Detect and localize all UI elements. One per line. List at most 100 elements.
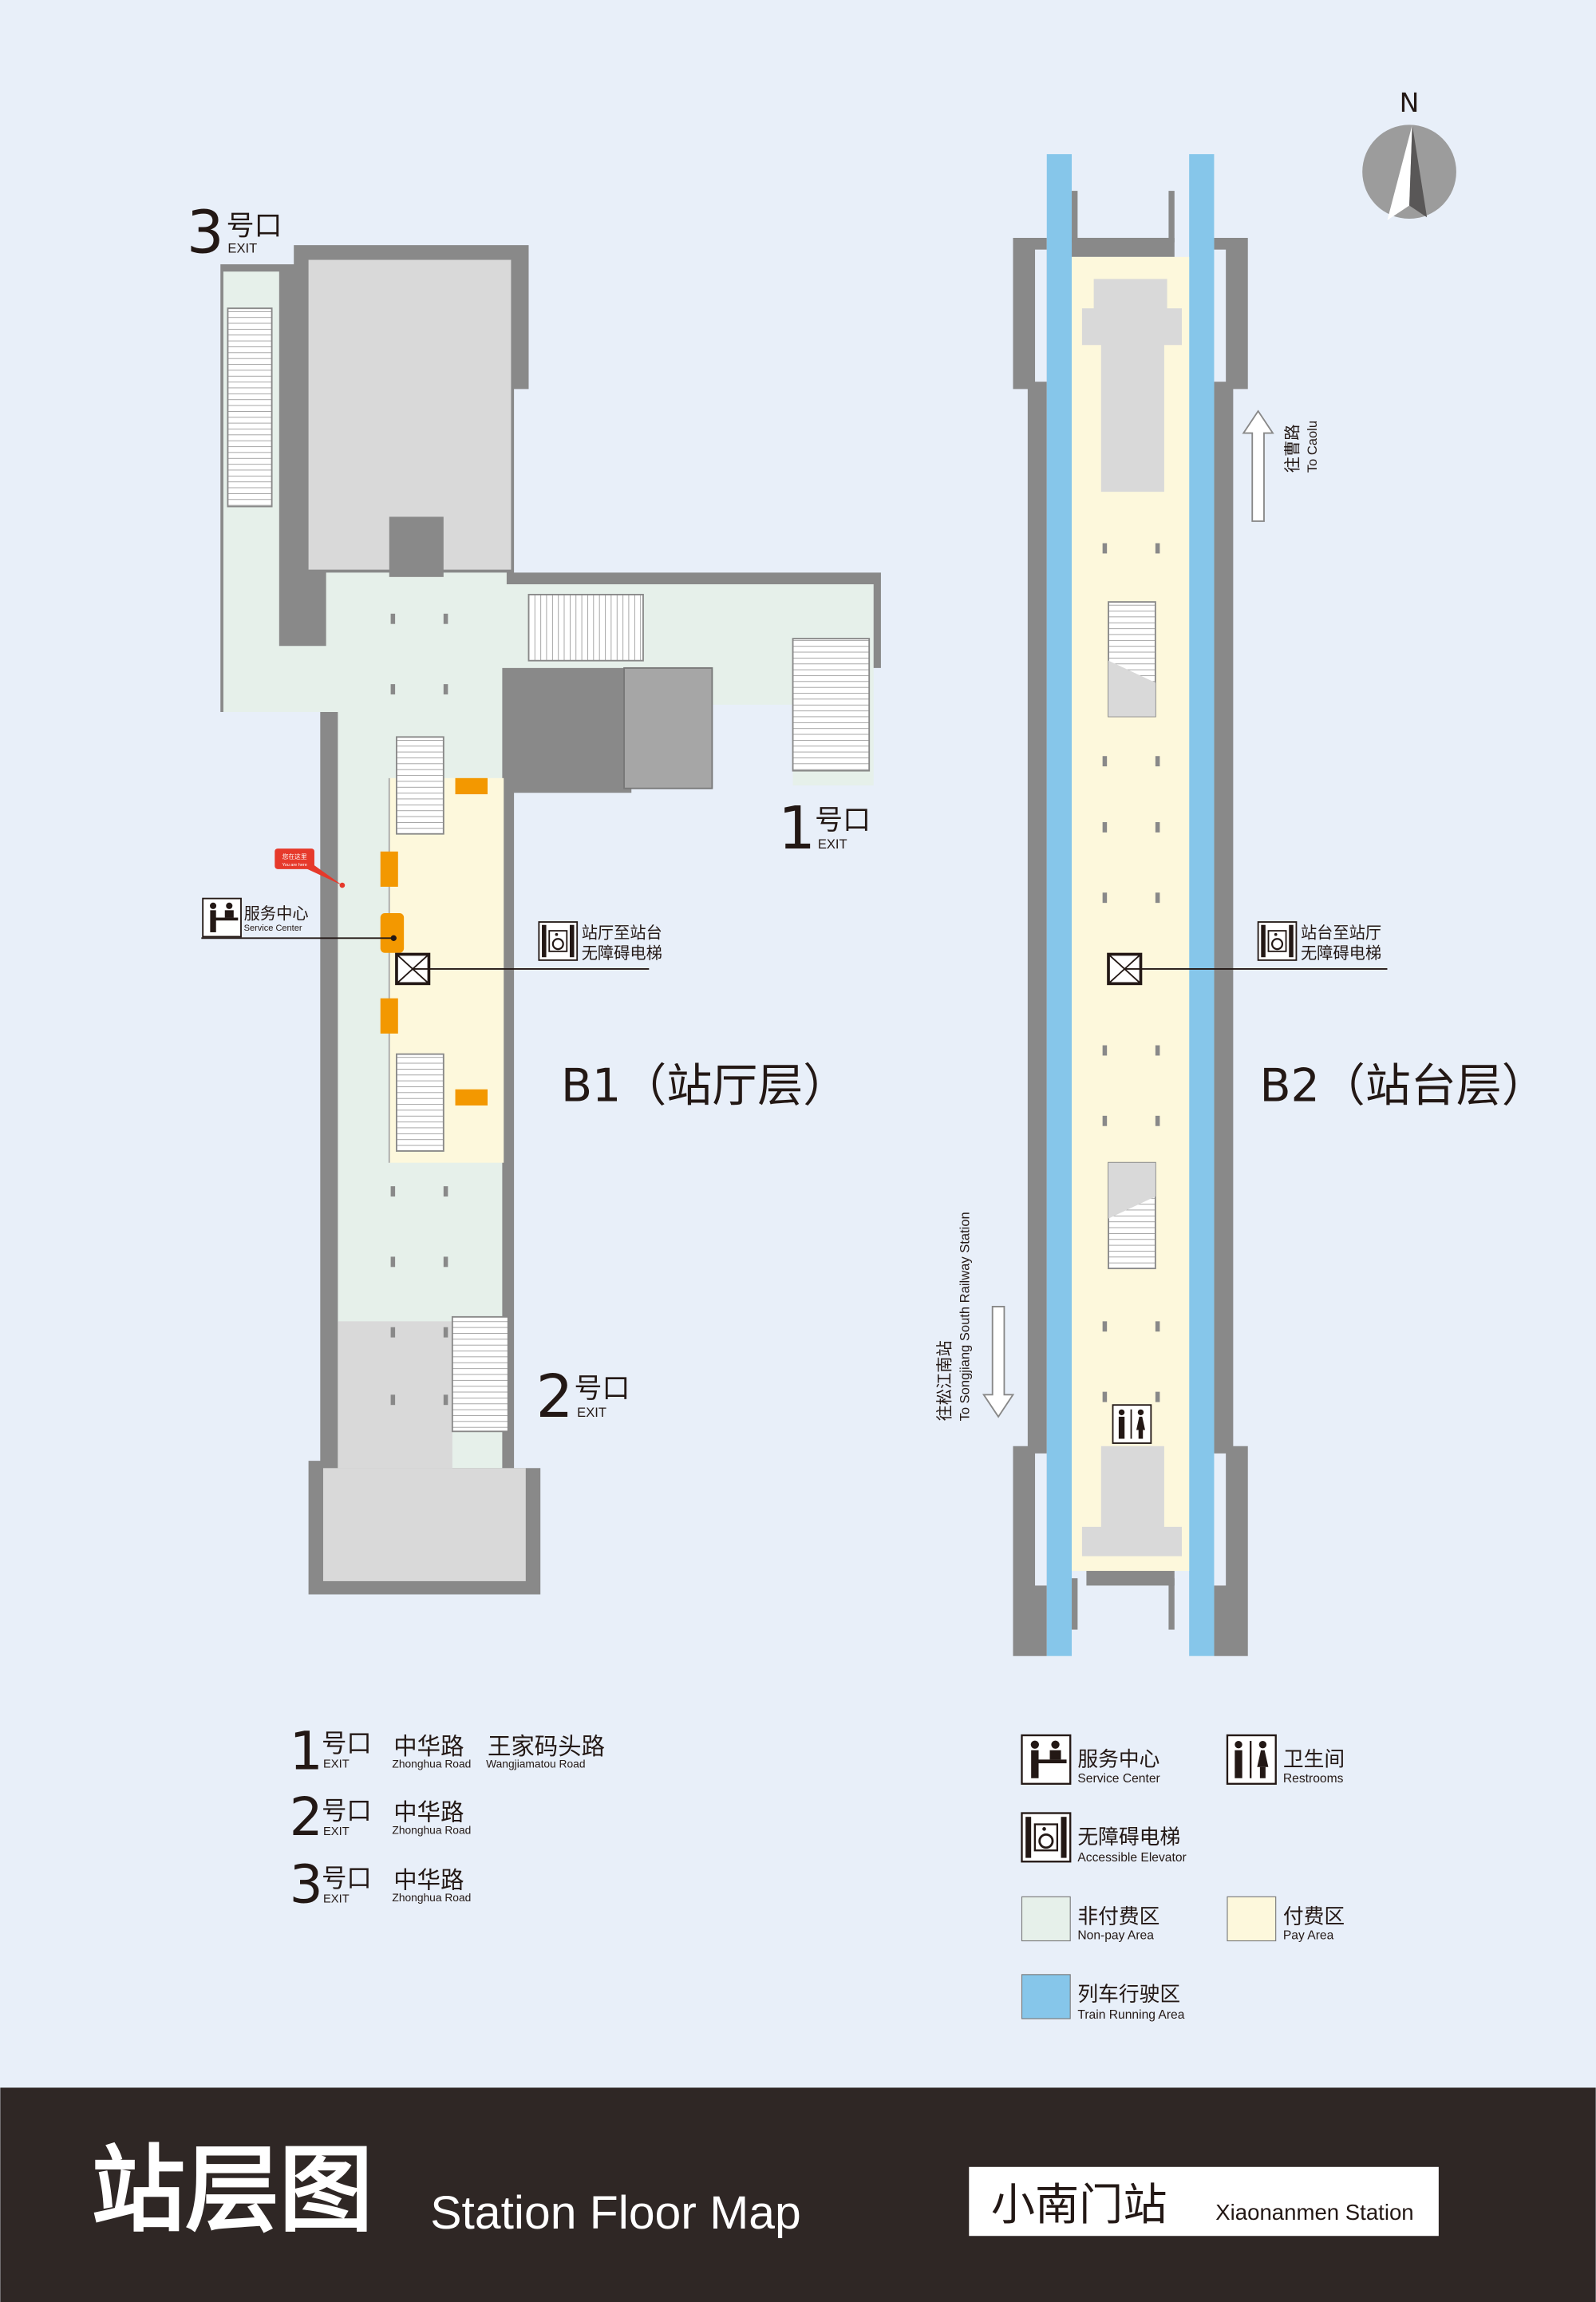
you-are-here-en: You are here [282, 863, 306, 868]
service-center-marker[interactable] [380, 913, 405, 953]
svg-text:2: 2 [536, 1363, 574, 1431]
b2-title: B2（站台层） [1259, 1059, 1547, 1112]
track-west [1046, 154, 1073, 1656]
svg-text:号口: 号口 [322, 1797, 372, 1825]
you-are-here-cn: 您在这里 [282, 852, 307, 860]
svg-text:3: 3 [290, 1854, 323, 1916]
b1-south-block [322, 1468, 526, 1581]
compass-north-label: N [1400, 87, 1420, 118]
escalator-b1-south [396, 1053, 444, 1152]
svg-text:EXIT: EXIT [323, 1893, 350, 1906]
b1-north-shaft [389, 516, 444, 577]
svg-text:号口: 号口 [575, 1373, 630, 1405]
service-center-en: Service Center [244, 924, 302, 933]
svg-text:付费区: 付费区 [1283, 1904, 1345, 1928]
svg-text:Non-pay Area: Non-pay Area [1077, 1929, 1154, 1943]
b2-south-block [1081, 1446, 1182, 1556]
service-center-icon [202, 897, 242, 938]
footer-bar: 站层图 Station Floor Map 小南门站 Xiaonanmen St… [0, 2087, 1596, 2302]
svg-text:列车行驶区: 列车行驶区 [1077, 1983, 1180, 2007]
escalator-exit2 [451, 1315, 509, 1433]
footer-title-en: Station Floor Map [430, 2187, 800, 2239]
svg-text:1: 1 [290, 1720, 323, 1782]
station-name-en: Xiaonanmen Station [1215, 2200, 1413, 2225]
svg-text:EXIT: EXIT [818, 837, 847, 852]
direction-south-cn: 往松江南站 [934, 1340, 954, 1421]
direction-north-cn: 往曹路 [1282, 425, 1302, 473]
svg-text:号口: 号口 [322, 1864, 372, 1893]
svg-text:Train Running Area: Train Running Area [1077, 2008, 1184, 2022]
station-name-cn: 小南门站 [991, 2180, 1167, 2231]
svg-text:Zhonghua Road: Zhonghua Road [392, 1758, 471, 1770]
b1-elevator-line1: 站厅至站台 [582, 923, 662, 942]
footer-title-cn: 站层图 [91, 2136, 373, 2245]
exit-list-item: 3 号口 EXIT 中华路 Zhonghua Road [290, 1854, 472, 1916]
accessible-elevator-icon [538, 920, 579, 961]
b2-accessible-elevator-icon [1257, 920, 1298, 961]
escalator-exit1 [792, 638, 871, 772]
svg-text:Pay Area: Pay Area [1283, 1929, 1334, 1943]
service-center-cn: 服务中心 [244, 904, 309, 923]
escalator-corridor [527, 593, 644, 662]
svg-text:EXIT: EXIT [323, 1825, 350, 1838]
fare-gates [380, 777, 488, 1106]
svg-text:Restrooms: Restrooms [1283, 1772, 1344, 1786]
track-east [1189, 154, 1215, 1656]
exit-2-label: 2 号口 EXIT [536, 1363, 630, 1431]
b2-walls [1013, 237, 1047, 1656]
svg-text:EXIT: EXIT [227, 240, 257, 255]
svg-text:服务中心: 服务中心 [1077, 1748, 1159, 1772]
exit-list-item: 2 号口 EXIT 中华路 Zhonghua Road [290, 1786, 472, 1848]
exit-1-label: 1 号口 EXIT [778, 795, 871, 863]
direction-north-en: To Caolu [1305, 421, 1320, 473]
station-name-box [969, 2166, 1439, 2237]
svg-text:Service Center: Service Center [1077, 1772, 1159, 1786]
svg-text:2: 2 [290, 1786, 323, 1848]
svg-text:无障碍电梯: 无障碍电梯 [1077, 1825, 1180, 1849]
svg-text:号口: 号口 [815, 805, 871, 837]
svg-text:号口: 号口 [227, 210, 282, 242]
arrow-up-icon [1242, 409, 1274, 522]
b1-exit1-shaft [623, 666, 713, 789]
svg-text:3: 3 [187, 199, 224, 267]
b2-north-block [1081, 279, 1182, 492]
svg-text:王家码头路: 王家码头路 [488, 1733, 605, 1760]
svg-text:Zhonghua Road: Zhonghua Road [392, 1892, 471, 1904]
svg-text:Zhonghua Road: Zhonghua Road [392, 1824, 471, 1836]
legend-item-accessible-elevator: 无障碍电梯 Accessible Elevator [1021, 1812, 1187, 1865]
escalator-b1-north [396, 736, 444, 835]
arrow-down-icon [982, 1306, 1015, 1418]
svg-text:1: 1 [778, 795, 816, 863]
columns [390, 613, 448, 1406]
b1-floor-plan: 服务中心 Service Center 站厅至站台 无障碍电梯 您在这里 You… [187, 199, 881, 1595]
escalator-exit3 [227, 307, 273, 508]
exit-3-label: 3 号口 EXIT [187, 199, 282, 267]
you-are-here-marker: 您在这里 You are here [275, 848, 346, 888]
b2-columns [1102, 543, 1160, 1402]
svg-text:卫生间: 卫生间 [1283, 1748, 1345, 1772]
svg-text:号口: 号口 [322, 1729, 372, 1758]
compass-icon: N [1362, 87, 1456, 220]
svg-text:中华路: 中华路 [393, 1866, 464, 1893]
svg-text:中华路: 中华路 [393, 1799, 464, 1826]
b1-title: B1（站厅层） [561, 1059, 848, 1112]
b1-elevator-line2: 无障碍电梯 [582, 943, 662, 963]
svg-text:EXIT: EXIT [323, 1758, 350, 1771]
exit-list: 1 号口 EXIT 中华路 Zhonghua Road 王家码头路 Wangji… [290, 1720, 605, 1915]
b2-restroom-icon [1112, 1404, 1152, 1444]
b2-floor-plan: 站台至站厅 无障碍电梯 往曹路 To Caolu 往松江南站 To Songji… [934, 154, 1547, 1656]
svg-text:EXIT: EXIT [577, 1405, 606, 1420]
b2-elevator-line1: 站台至站厅 [1301, 923, 1381, 942]
svg-text:中华路: 中华路 [393, 1733, 464, 1760]
exit-list-item: 1 号口 EXIT 中华路 Zhonghua Road 王家码头路 Wangji… [290, 1720, 605, 1782]
svg-text:Accessible Elevator: Accessible Elevator [1077, 1851, 1186, 1865]
b2-elevator-line2: 无障碍电梯 [1301, 943, 1381, 963]
svg-text:Wangjiamatou Road: Wangjiamatou Road [486, 1758, 585, 1770]
